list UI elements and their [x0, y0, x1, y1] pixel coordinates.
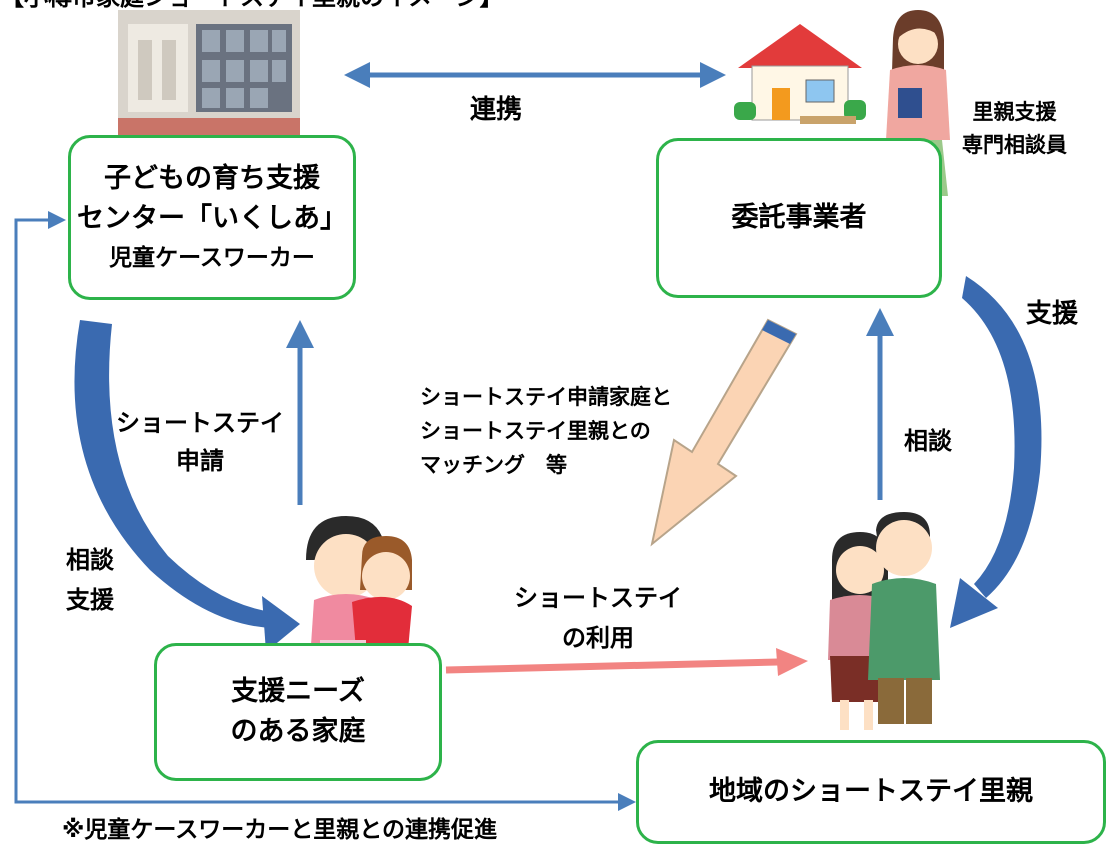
center-line3: 児童ケースワーカー	[109, 244, 315, 271]
family-line1: 支援ニーズ	[231, 676, 365, 707]
node-family: 支援ニーズ のある家庭	[154, 643, 442, 781]
diagram-title: 【小樽市家庭ショートステイ里親のイメージ】	[0, 0, 504, 15]
consult-support-label: 相談 支援	[66, 540, 114, 620]
matching-arrow	[650, 318, 798, 547]
application-label: ショートステイ 申請	[116, 404, 284, 480]
matching-line3: マッチング 等	[420, 453, 567, 477]
counselor-line1: 里親支援	[972, 100, 1057, 124]
counselor-label: 里親支援 専門相談員	[962, 96, 1067, 162]
foster-label: 地域のショートステイ里親	[709, 776, 1033, 807]
right-curved-support-arrow	[950, 276, 1042, 628]
footnote-connector	[14, 211, 636, 811]
matching-line2: ショートステイ里親との	[420, 419, 651, 443]
usage-line1: ショートステイ	[514, 584, 682, 612]
application-line2: 申請	[176, 447, 224, 475]
house-illustration	[734, 24, 866, 124]
building-illustration	[118, 10, 300, 145]
center-line2: センター「いくしあ」	[77, 202, 347, 234]
center-line1: 子どもの育ち支援	[104, 162, 320, 194]
matching-line1: ショートステイ申請家庭と	[420, 385, 672, 409]
application-line1: ショートステイ	[116, 409, 284, 437]
node-center: 子どもの育ち支援 センター「いくしあ」 児童ケースワーカー	[68, 135, 356, 300]
matching-label: ショートステイ申請家庭と ショートステイ里親との マッチング 等	[420, 380, 672, 482]
node-contractor: 委託事業者	[656, 138, 942, 298]
contractor-label: 委託事業者	[731, 202, 867, 233]
renkei-label: 連携	[470, 95, 523, 125]
couple-illustration	[828, 512, 940, 730]
shien-right-label: 支援	[1026, 299, 1079, 329]
counselor-line2: 専門相談員	[962, 133, 1067, 157]
consult-support-line1: 相談	[66, 546, 114, 574]
footnote-label: ※児童ケースワーカーと里親との連携促進	[62, 817, 497, 843]
sodan-right-label: 相談	[904, 427, 952, 455]
left-curved-support-arrow	[74, 320, 300, 652]
consult-support-line2: 支援	[66, 586, 114, 614]
usage-label: ショートステイ の利用	[514, 578, 682, 658]
consultation-arrow	[866, 308, 894, 500]
node-foster: 地域のショートステイ里親	[636, 740, 1106, 844]
family-line2: のある家庭	[230, 716, 366, 747]
usage-arrow	[445, 648, 808, 676]
application-arrow	[286, 320, 314, 505]
usage-line2: の利用	[562, 624, 634, 652]
renkei-double-arrow	[344, 62, 726, 88]
